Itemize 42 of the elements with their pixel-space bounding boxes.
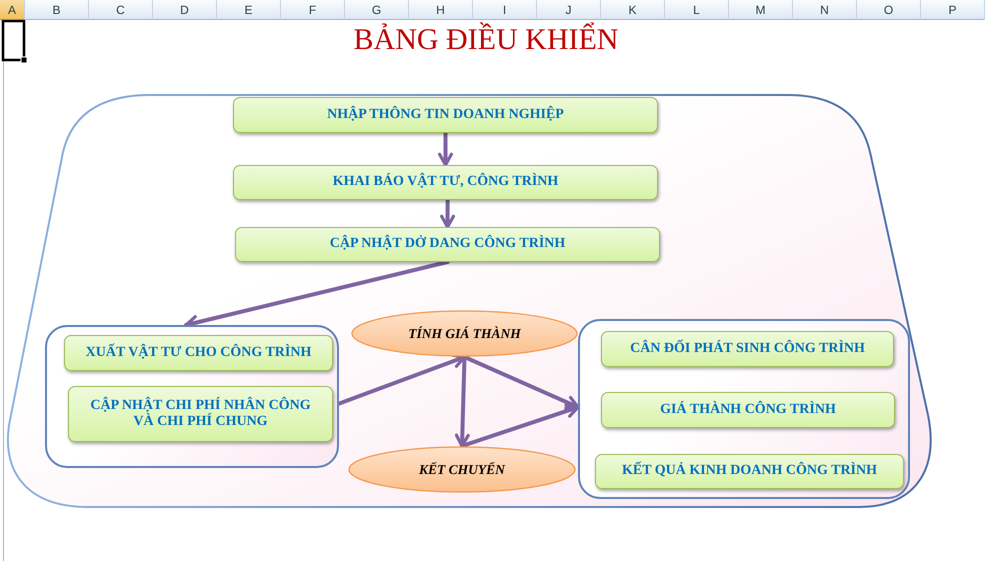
- column-header: P: [921, 0, 985, 20]
- group-panel: [578, 319, 910, 499]
- step-label: NHẬP THÔNG TIN DOANH NGHIỆP: [327, 106, 564, 124]
- column-header: L: [665, 0, 729, 20]
- step-label: GIÁ THÀNH CÔNG TRÌNH: [660, 402, 836, 418]
- column-header: F: [281, 0, 345, 20]
- process-box: [233, 97, 658, 133]
- process-ellipse: [351, 310, 578, 357]
- column-header: M: [729, 0, 793, 20]
- column-header: I: [473, 0, 537, 20]
- step-label: KHAI BÁO VẬT TƯ, CÔNG TRÌNH: [332, 174, 558, 191]
- arrow: [438, 131, 453, 167]
- column-header: N: [793, 0, 857, 20]
- step-label: CẬP NHẬT CHI PHÍ NHÂN CÔNG VÀ CHI PHÍ CHUNG: [89, 398, 312, 430]
- column-header: C: [89, 0, 153, 20]
- process-box: [233, 165, 658, 200]
- column-header: D: [153, 0, 217, 20]
- process-box: [64, 335, 333, 371]
- step-label: TÍNH GIÁ THÀNH: [408, 326, 521, 342]
- arrow: [460, 403, 580, 448]
- column-header: K: [601, 0, 665, 20]
- column-header: A: [0, 0, 25, 20]
- column-header: J: [537, 0, 601, 20]
- step-label: KẾT QUẢ KINH DOANH CÔNG TRÌNH: [622, 463, 877, 480]
- title: BẢNG ĐIỀU KHIỂN: [354, 22, 618, 58]
- arrow: [440, 198, 456, 229]
- process-box: [235, 227, 660, 262]
- step-label: KẾT CHUYỂN: [419, 462, 505, 478]
- column-header: B: [25, 0, 89, 20]
- process-box: [601, 392, 895, 428]
- column-header: G: [345, 0, 409, 20]
- group-panel: [45, 325, 339, 468]
- step-label: CÂN ĐỐI PHÁT SINH CÔNG TRÌNH: [630, 340, 865, 358]
- step-label: XUẤT VẬT TƯ CHO CÔNG TRÌNH: [86, 344, 312, 362]
- column-header: E: [217, 0, 281, 20]
- column-header: H: [409, 0, 473, 20]
- process-ellipse: [348, 446, 576, 493]
- process-box: [68, 386, 333, 442]
- step-label: CẬP NHẬT DỞ DANG CÔNG TRÌNH: [330, 236, 566, 253]
- process-box: [595, 454, 904, 489]
- column-header: O: [857, 0, 921, 20]
- process-box: [601, 331, 894, 367]
